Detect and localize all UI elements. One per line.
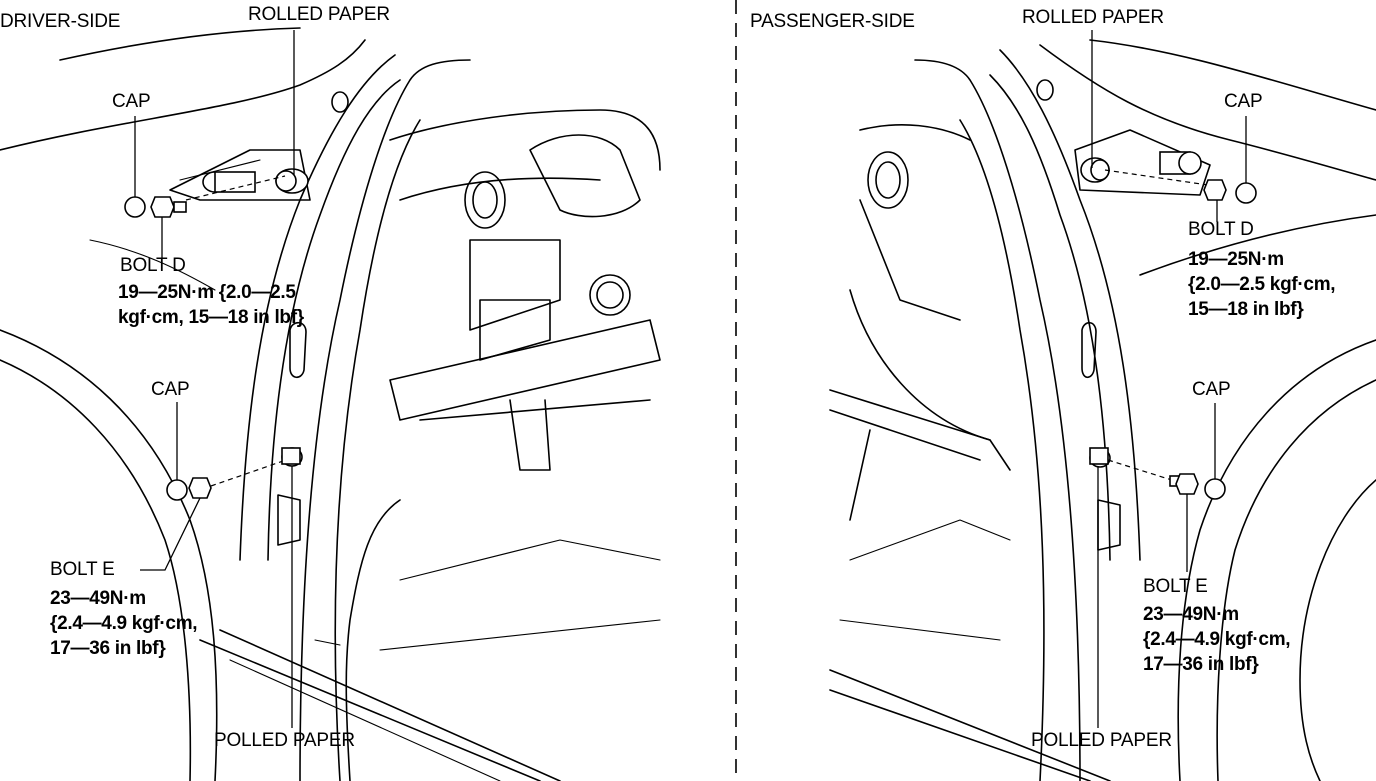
passenger-cap-upper-shape xyxy=(1235,182,1257,204)
driver-cap-lower-shape xyxy=(166,479,188,501)
passenger-cap-lower-label: CAP xyxy=(1192,379,1231,400)
driver-bolt-d-label: BOLT D xyxy=(120,255,186,276)
driver-bolt-d-torque: 19—25N·m {2.0—2.5 kgf·cm, 15—18 in lbf} xyxy=(118,282,304,328)
passenger-cap-upper-label: CAP xyxy=(1224,91,1263,112)
driver-rolled-paper-label: ROLLED PAPER xyxy=(248,4,390,25)
driver-side-illustration xyxy=(0,27,661,781)
passenger-cap-lower-shape xyxy=(1204,478,1226,500)
passenger-side-illustration xyxy=(829,30,1376,781)
driver-cap-upper-shape xyxy=(124,196,146,218)
driver-bolt-e-torque: 23—49N·m {2.4—4.9 kgf·cm, 17—36 in lbf} xyxy=(50,588,198,659)
passenger-side-title: PASSENGER-SIDE xyxy=(750,11,915,32)
passenger-polled-paper-label: POLLED PAPER xyxy=(1031,730,1172,751)
driver-bolt-e-label: BOLT E xyxy=(50,559,115,580)
passenger-bolt-d-torque: 19—25N·m {2.0—2.5 kgf·cm, 15—18 in lbf} xyxy=(1188,249,1336,320)
driver-cap-upper-label: CAP xyxy=(112,91,151,112)
passenger-bolt-e-label: BOLT E xyxy=(1143,576,1208,597)
driver-side-title: DRIVER-SIDE xyxy=(0,11,121,32)
driver-cap-lower-label: CAP xyxy=(151,379,190,400)
passenger-bolt-e-torque: 23—49N·m {2.4—4.9 kgf·cm, 17—36 in lbf} xyxy=(1143,604,1291,675)
passenger-bolt-d-label: BOLT D xyxy=(1188,219,1254,240)
passenger-rolled-paper-label: ROLLED PAPER xyxy=(1022,7,1164,28)
driver-polled-paper-label: POLLED PAPER xyxy=(214,730,355,751)
